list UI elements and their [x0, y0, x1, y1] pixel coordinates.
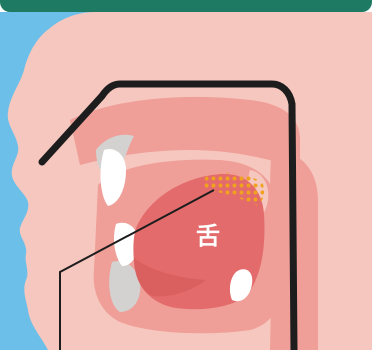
tongue-label: 舌: [188, 224, 228, 248]
